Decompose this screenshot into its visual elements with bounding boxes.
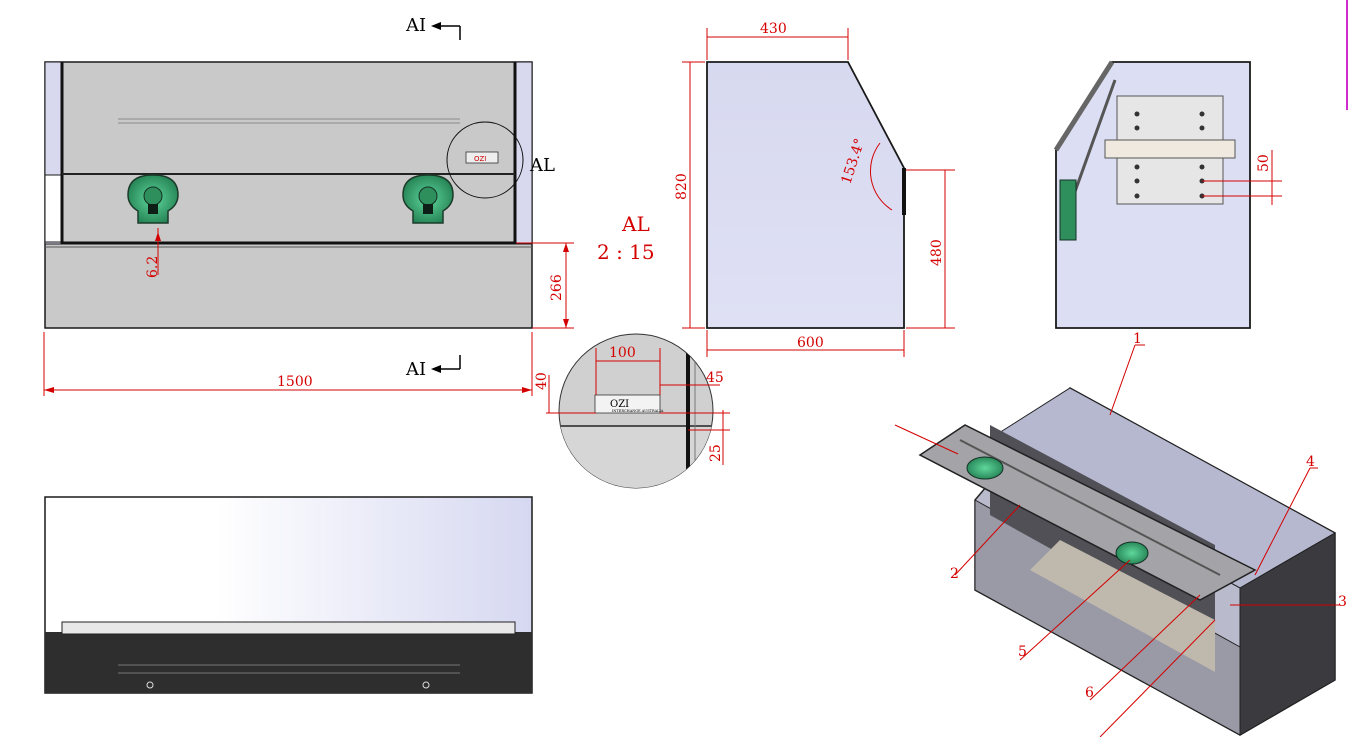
dim-front: 1500 266 6.2 — [43, 228, 574, 396]
section-view: 50 — [1053, 60, 1282, 329]
svg-text:OZI: OZI — [474, 155, 486, 163]
lock-left — [127, 174, 179, 224]
dim-badge-offset-x: 45 — [706, 370, 724, 386]
dim-slot-spacing: 50 — [1256, 154, 1272, 172]
svg-text:INTERCHANGE AUSTRALIA: INTERCHANGE AUSTRALIA — [612, 409, 664, 413]
detail-title: AL — [621, 212, 650, 236]
front-badge — [465, 151, 499, 164]
dim-badge-width: 100 — [609, 345, 636, 361]
balloon-2: 2 — [950, 566, 959, 582]
dim-badge-height: 25 — [708, 444, 724, 462]
dim-gap: 6.2 — [145, 256, 161, 278]
svg-text:OZI: OZI — [610, 399, 629, 410]
detail-scale: 2 : 15 — [597, 240, 655, 264]
front-view: OZI — [44, 61, 533, 329]
detail-callout-label: AL — [529, 155, 555, 176]
dim-base-depth: 600 — [797, 335, 824, 351]
balloon-3: 3 — [1338, 594, 1347, 610]
balloon-4: 4 — [1306, 454, 1315, 470]
detail-view: OZI INTERCHANGE AUSTRALIA 100 45 40 25 — [534, 333, 730, 489]
balloon-6: 6 — [1085, 685, 1094, 701]
dim-lower-height: 266 — [549, 274, 565, 301]
isometric-view — [918, 387, 1337, 736]
back-view — [44, 496, 533, 694]
section-mark-top: AI — [405, 15, 461, 40]
dim-total-height: 820 — [674, 173, 690, 200]
svg-text:AI: AI — [405, 15, 426, 36]
svg-text:AI: AI — [405, 359, 426, 380]
balloon-5: 5 — [1018, 644, 1027, 660]
edge-accent — [1346, 0, 1348, 110]
detail-badge — [594, 394, 661, 414]
side-profile: 430 820 153.4° 480 600 — [674, 21, 955, 357]
detail-callout-circle — [446, 121, 524, 199]
balloon-leaders — [894, 344, 1340, 737]
dim-top-depth: 430 — [760, 21, 787, 37]
dim-overall-width: 1500 — [277, 374, 313, 390]
dim-badge-offset-y: 40 — [534, 372, 550, 390]
balloon-1: 1 — [1133, 331, 1142, 347]
lock-right — [402, 174, 454, 224]
section-mark-bottom: AI — [405, 355, 461, 380]
dim-front-height: 480 — [929, 239, 945, 266]
